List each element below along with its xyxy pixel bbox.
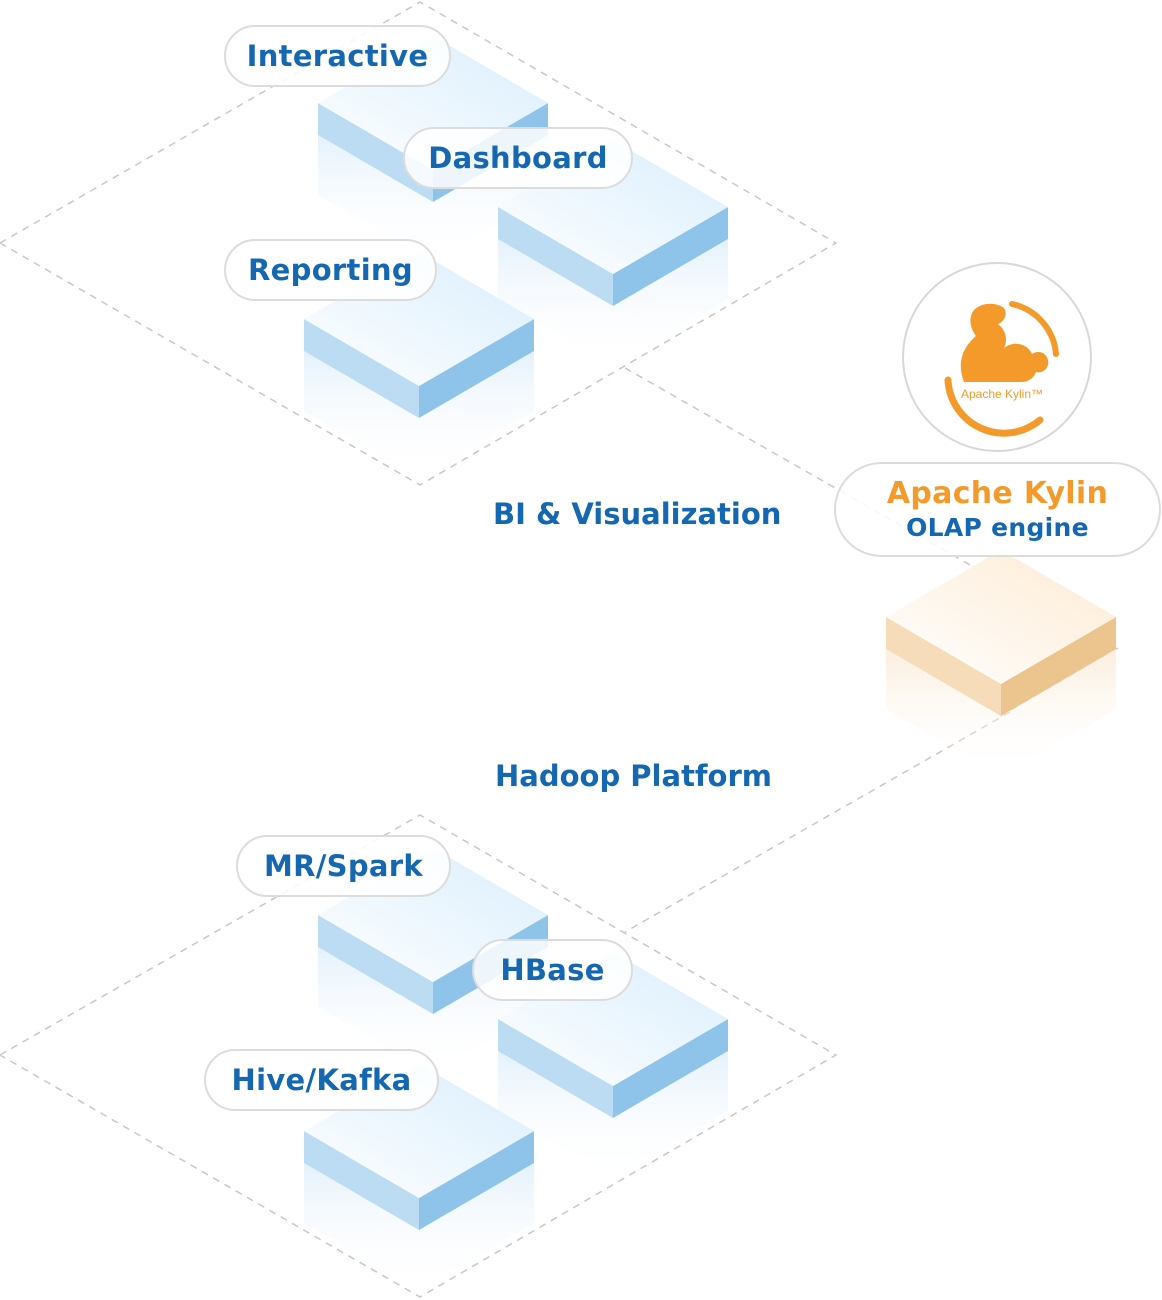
block-interactive-shadow bbox=[318, 135, 548, 262]
pill-mr-spark: MR/Spark bbox=[236, 835, 451, 897]
pill-hbase: HBase bbox=[472, 939, 633, 1001]
block-interactive-left-face bbox=[318, 103, 433, 202]
block-hive-kafka-right-face bbox=[419, 1131, 534, 1230]
block-hive-kafka-left-face bbox=[304, 1131, 419, 1230]
block-mr-spark-left-face bbox=[318, 915, 433, 1014]
block-reporting-shadow bbox=[304, 351, 534, 478]
block-kylin bbox=[886, 550, 1116, 776]
block-dashboard-shadow bbox=[498, 239, 728, 366]
block-dashboard-right-face bbox=[613, 207, 728, 306]
hadoop-layer-title: Hadoop Platform bbox=[495, 759, 772, 793]
kylin-logo-text: Apache Kylin™ bbox=[961, 387, 1043, 401]
block-dashboard-left-face bbox=[498, 207, 613, 306]
block-hive-kafka-shadow bbox=[304, 1163, 534, 1290]
kylin-subtitle: OLAP engine bbox=[906, 512, 1089, 542]
block-kylin-top-face bbox=[886, 550, 1116, 684]
pill-dashboard: Dashboard bbox=[403, 127, 633, 189]
block-hbase-left-face bbox=[498, 1019, 613, 1118]
kylin-mascot-icon: Apache Kylin™ bbox=[944, 301, 1059, 437]
pill-interactive: Interactive bbox=[224, 25, 451, 87]
block-kylin-right-face bbox=[1001, 617, 1116, 716]
connector-kylin-hadoop bbox=[624, 711, 1011, 933]
block-hbase-shadow bbox=[498, 1051, 728, 1178]
pill-hive-kafka: Hive/Kafka bbox=[204, 1049, 439, 1111]
bi-layer-title: BI & Visualization bbox=[493, 497, 782, 531]
block-kylin-shadow bbox=[886, 649, 1116, 776]
block-mr-spark-shadow bbox=[318, 947, 548, 1074]
hadoop-layer-outline bbox=[0, 814, 838, 1298]
block-hbase-right-face bbox=[613, 1019, 728, 1118]
block-kylin-left-face bbox=[886, 617, 1001, 716]
kylin-pill: Apache Kylin OLAP engine bbox=[834, 462, 1161, 557]
kylin-name: Apache Kylin bbox=[886, 475, 1109, 511]
apache-kylin-logo: Apache Kylin™ bbox=[902, 262, 1092, 452]
block-reporting-right-face bbox=[419, 319, 534, 418]
connector-bi-kylin bbox=[624, 367, 1001, 583]
bi-layer-outline bbox=[0, 1, 838, 486]
block-reporting-left-face bbox=[304, 319, 419, 418]
pill-reporting: Reporting bbox=[224, 239, 437, 301]
